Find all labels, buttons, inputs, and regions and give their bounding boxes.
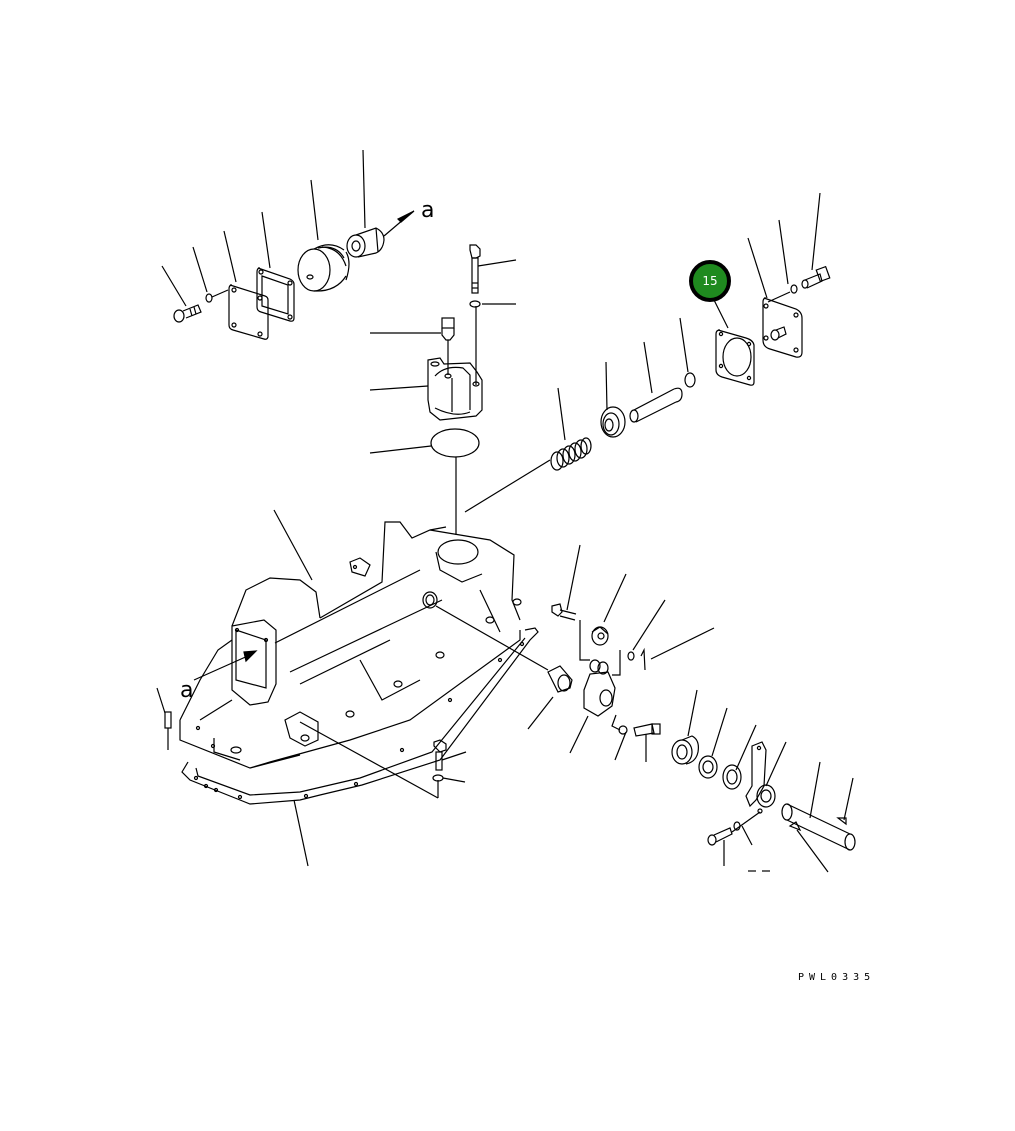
o-ring-icon bbox=[430, 428, 480, 458]
valve-housing-icon bbox=[427, 357, 483, 421]
center-column-assembly bbox=[369, 244, 517, 535]
collar-icon bbox=[547, 665, 573, 693]
bolt-icon bbox=[707, 827, 733, 846]
linkage-assembly bbox=[527, 544, 856, 873]
long-bolt-icon bbox=[469, 244, 481, 294]
shaft-icon bbox=[781, 803, 856, 851]
lever-icon bbox=[583, 659, 616, 717]
top-left-assembly bbox=[161, 149, 415, 340]
washer-icon bbox=[733, 821, 741, 831]
pan-gasket bbox=[181, 627, 539, 867]
cover-plate-icon bbox=[762, 297, 803, 358]
washer-icon bbox=[469, 300, 481, 308]
spring-pack-icon bbox=[297, 244, 350, 292]
bolt-icon bbox=[551, 603, 577, 621]
bearing-icon bbox=[698, 755, 718, 779]
bolt-icon bbox=[173, 304, 202, 323]
dowel-pin-icon bbox=[164, 711, 172, 729]
main-case bbox=[156, 509, 549, 769]
plug-icon bbox=[346, 227, 385, 258]
seal-icon bbox=[722, 764, 742, 790]
gasket-icon bbox=[715, 329, 755, 386]
callout-marker-15[interactable]: 15 bbox=[689, 260, 731, 302]
pin-icon bbox=[629, 387, 683, 423]
washer-icon bbox=[618, 725, 628, 735]
spacer-icon bbox=[671, 735, 699, 765]
case-bolt-assembly bbox=[432, 739, 467, 783]
arm-icon bbox=[745, 741, 776, 814]
drawing-code: PWL0335 bbox=[798, 972, 876, 983]
view-label-a: a bbox=[180, 678, 194, 703]
snap-ring-icon bbox=[684, 372, 696, 388]
cover-plate-icon bbox=[228, 284, 269, 340]
spring-retainer-icon bbox=[600, 406, 626, 438]
gasket-icon bbox=[256, 267, 295, 322]
spring-icon bbox=[550, 437, 592, 471]
washer-icon bbox=[627, 651, 635, 661]
washer-icon bbox=[790, 284, 798, 294]
washer-icon bbox=[205, 293, 213, 303]
bolt-icon bbox=[633, 723, 661, 737]
right-axial-assembly bbox=[464, 192, 831, 513]
view-label-a: a bbox=[421, 198, 435, 223]
bolt-icon bbox=[801, 265, 831, 289]
bushing-icon bbox=[591, 626, 609, 646]
sensor-icon bbox=[441, 317, 455, 375]
